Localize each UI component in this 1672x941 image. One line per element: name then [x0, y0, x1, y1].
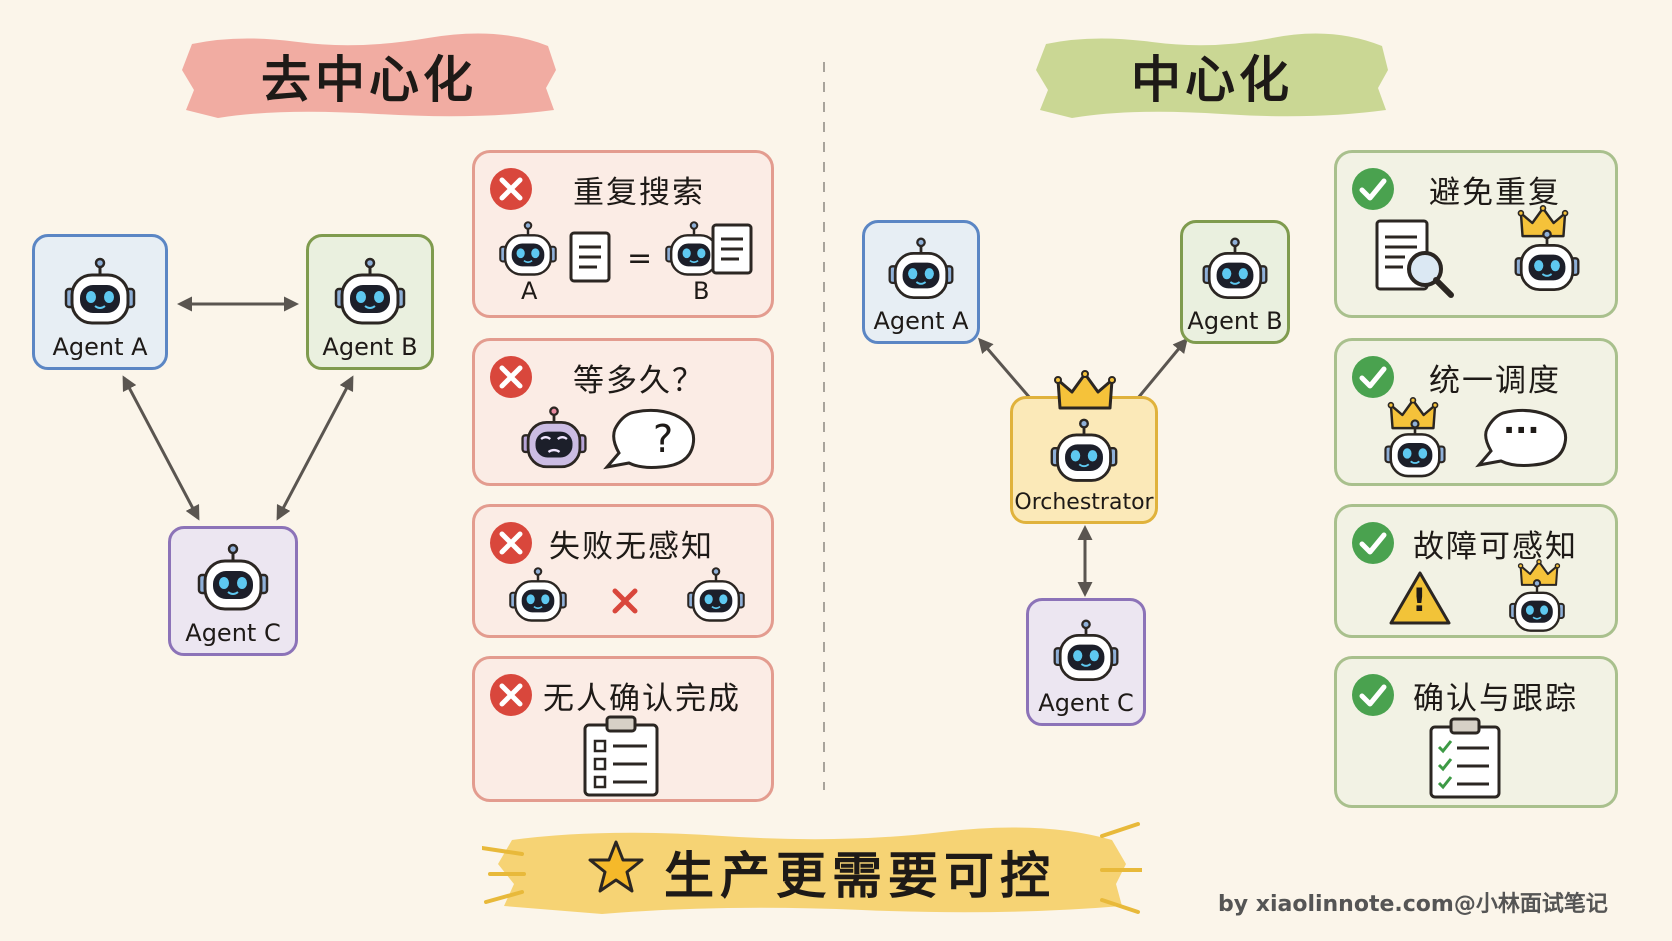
robot-icon [681, 565, 751, 627]
warning-mark: ! [1412, 581, 1427, 619]
issue-card-no-confirm: 无人确认完成 [472, 656, 774, 802]
robot-icon [60, 255, 140, 331]
robot-icon [193, 541, 273, 617]
question-mark: ? [653, 417, 674, 461]
checklist-icon [1429, 717, 1501, 799]
document-search-icon [1375, 219, 1454, 298]
benefit-title: 故障可感知 [1413, 529, 1578, 565]
check-circle-icon [1352, 356, 1394, 398]
issue-title: 等多久？ [573, 363, 705, 399]
right-agent-c-label: Agent C [1038, 689, 1134, 717]
robot-icon [1049, 617, 1123, 687]
speech-bubble-icon [603, 408, 696, 470]
left-agent-a-label: Agent A [52, 333, 148, 361]
speech-bubble-icon [1475, 408, 1568, 468]
document-icon [569, 231, 611, 283]
benefit-card-confirm-track: 确认与跟踪 [1334, 656, 1618, 808]
check-circle-icon [1352, 168, 1394, 210]
benefit-card-unified-scheduling: 统一调度 ··· [1334, 338, 1618, 486]
issue-card-failure-unaware: 失败无感知 [472, 504, 774, 638]
robot-b-label: B [693, 277, 710, 305]
left-title-banner: 去中心化 [178, 30, 560, 122]
orchestrator-label: Orchestrator [1014, 490, 1154, 515]
robot-icon [330, 255, 410, 331]
robot-icon [1507, 227, 1587, 297]
benefit-card-avoid-duplicate: 避免重复 [1334, 150, 1618, 318]
arrow-orch-b [1136, 337, 1188, 399]
right-title-banner: 中心化 [1032, 30, 1392, 122]
issue-card-duplicate-search: 重复搜索 = A B [472, 150, 774, 318]
x-circle-icon [490, 356, 532, 398]
equals-sign: = [627, 241, 653, 276]
benefit-title: 统一调度 [1429, 363, 1561, 399]
conclusion-text: 生产更需要可控 [664, 847, 1056, 905]
robot-icon [1501, 577, 1573, 637]
left-title: 去中心化 [261, 51, 477, 109]
right-agent-b: Agent B [1180, 220, 1290, 344]
benefit-card-fault-aware: 故障可感知 ! [1334, 504, 1618, 638]
issue-title: 失败无感知 [549, 529, 714, 565]
robot-icon [1377, 417, 1453, 483]
benefit-title: 避免重复 [1429, 175, 1561, 211]
x-circle-icon [490, 522, 532, 564]
issue-card-wait: 等多久？ ? [472, 338, 774, 486]
right-agent-b-label: Agent B [1187, 307, 1283, 335]
right-agent-a-label: Agent A [873, 307, 969, 335]
robot-icon [503, 565, 573, 627]
ellipsis-text: ··· [1503, 411, 1540, 449]
benefit-title: 确认与跟踪 [1413, 681, 1578, 717]
left-agent-a: Agent A [32, 234, 168, 370]
clipboard-icon [583, 715, 659, 797]
orchestrator-node: Orchestrator [1010, 396, 1158, 524]
warning-icon [1389, 571, 1451, 625]
right-agent-c: Agent C [1026, 598, 1146, 726]
right-title: 中心化 [1131, 51, 1293, 109]
arrow-orch-a [978, 337, 1032, 399]
robot-icon [1198, 235, 1272, 305]
arrow-b-c [276, 375, 354, 521]
crown-icon [1054, 370, 1116, 414]
check-circle-icon [1352, 674, 1394, 716]
issue-title: 无人确认完成 [543, 681, 741, 717]
arrow-a-c [122, 375, 200, 521]
right-agent-a: Agent A [862, 220, 980, 344]
red-x-icon [612, 588, 638, 614]
star-icon [588, 840, 644, 893]
x-circle-icon [490, 674, 532, 716]
left-agent-b: Agent B [306, 234, 434, 370]
check-circle-icon [1352, 522, 1394, 564]
conclusion-banner [482, 822, 1142, 914]
issue-title: 重复搜索 [573, 175, 705, 211]
left-agent-c-label: Agent C [185, 619, 281, 647]
robot-icon [493, 219, 563, 281]
left-agent-c: Agent C [168, 526, 298, 656]
document-icon [711, 223, 753, 275]
x-circle-icon [490, 168, 532, 210]
robot-icon [884, 235, 958, 305]
credit-text: by xiaolinnote.com@小林面试笔记 [1218, 892, 1608, 917]
left-agent-b-label: Agent B [322, 333, 418, 361]
robot-a-label: A [521, 277, 538, 305]
worried-robot-icon [517, 403, 591, 475]
robot-icon [1045, 416, 1123, 488]
